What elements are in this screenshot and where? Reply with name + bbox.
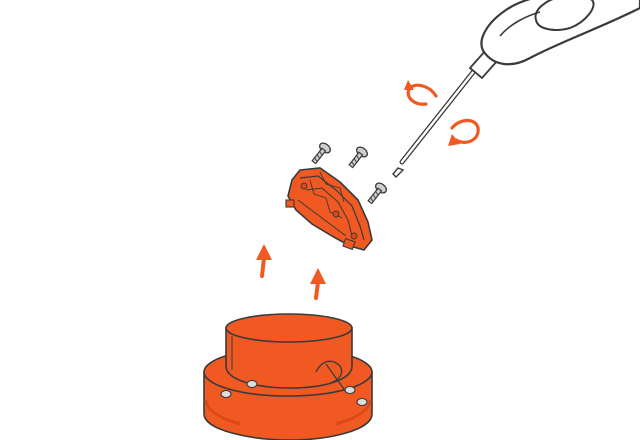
arrow-up-icon	[256, 244, 326, 300]
screwdriver-icon	[392, 0, 640, 178]
screw-icon	[311, 142, 387, 205]
blade-plate-icon	[285, 167, 373, 251]
motor-housing-icon	[203, 313, 373, 440]
rotate-arrow-icon	[404, 80, 480, 146]
